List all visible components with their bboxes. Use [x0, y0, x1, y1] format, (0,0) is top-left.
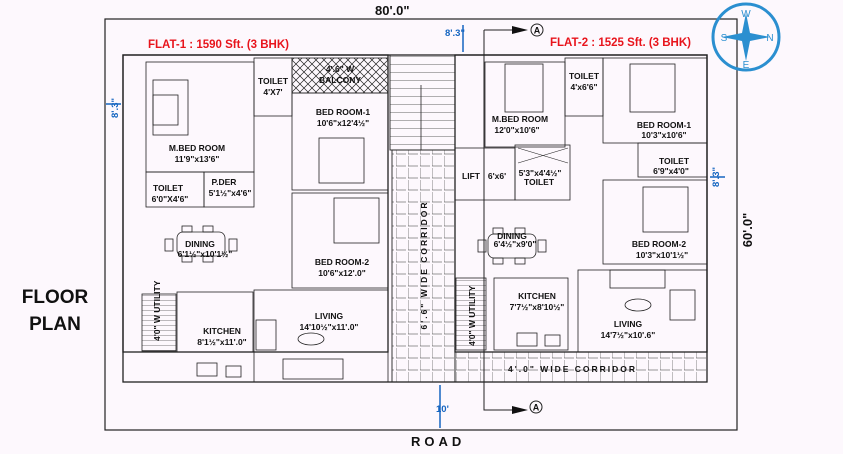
room-name: DINING: [497, 231, 527, 241]
room-name: BED ROOM-1: [316, 107, 371, 117]
horizontal-corridor-label: 4'.0" WIDE CORRIDOR: [508, 364, 637, 374]
flat-1: [122, 54, 389, 383]
room-size: 8'1½"x11'.0": [197, 337, 246, 347]
road-label: ROAD: [411, 434, 465, 449]
compass-n: N: [766, 33, 773, 44]
room-name: 4'0" W UTILITY: [467, 285, 477, 346]
room-size: 5'1½"x4'6": [209, 188, 252, 198]
room-name: LIVING: [315, 311, 344, 321]
plot-boundary: [104, 18, 738, 431]
room-name: LIVING: [614, 319, 643, 329]
room-size: 10'6"x12'4½": [317, 118, 369, 128]
room-size: 6'x6': [488, 171, 506, 181]
room-size: 14'10½"x11'.0": [300, 322, 359, 332]
room-name: P.DER: [212, 177, 237, 187]
room-size: 12'0"x10'6": [494, 125, 539, 135]
room-name: TOILET: [258, 76, 289, 86]
flat2-title: FLAT-2 : 1525 Sft. (3 BHK): [550, 37, 691, 49]
room-size: 6'1½"x10'1½": [178, 249, 233, 259]
flat2-rooms: M.BED ROOM 12'0"x10'6" TOILET 4'x6'6" BE…: [462, 71, 691, 346]
horizontal-corridor: [454, 351, 708, 383]
room-size: 5'3"x4'4½": [519, 168, 562, 178]
room-size: 14'7½"x10'.6": [601, 330, 656, 340]
front-setback: 10': [436, 404, 449, 415]
room-name: TOILET: [153, 183, 184, 193]
compass-e: E: [743, 60, 750, 71]
room-name: BED ROOM-2: [315, 257, 370, 267]
room-size: 10'3"x10'1½": [636, 250, 688, 260]
room-size: 7'7½"x8'10½": [510, 302, 565, 312]
room-size: 11'9"x13'6": [175, 154, 220, 164]
compass-w: W: [741, 9, 751, 20]
page-title-line2: PLAN: [29, 314, 81, 335]
room-name: M.BED ROOM: [492, 114, 548, 124]
vertical-corridor: [391, 149, 456, 383]
room-size: 10'3"x10'6": [641, 130, 686, 140]
room-name: LIFT: [462, 171, 481, 181]
vertical-corridor-label: 6'.6" WIDE CORRIDOR: [419, 200, 429, 329]
room-name: 4'.6" W: [326, 64, 355, 74]
flat1-title: FLAT-1 : 1590 Sft. (3 BHK): [148, 39, 289, 51]
compass-icon: W S N E: [711, 2, 781, 72]
flat1-rooms: TOILET 4'X7' 4'.6" W BALCONY BED ROOM-1 …: [152, 64, 371, 347]
room-size: 6'4½"x9'0": [494, 239, 537, 249]
room-name: TOILET: [569, 71, 600, 81]
plot-depth-label: 60'.0": [740, 213, 755, 248]
room-name: BED ROOM-2: [632, 239, 687, 249]
room-size: 4'X7': [263, 87, 282, 97]
room-name: TOILET: [524, 177, 555, 187]
room-name: BED ROOM-1: [637, 120, 692, 130]
top-setback: 8'.3": [445, 28, 465, 39]
room-name: DINING: [185, 239, 215, 249]
section-marker-top: A: [534, 26, 541, 36]
room-name: KITCHEN: [203, 326, 241, 336]
left-setback: 8'.3": [110, 98, 121, 118]
room-name: 4'0" W UTILITY: [152, 280, 162, 341]
plot-width-label: 80'.0": [375, 3, 410, 18]
room-name: M.BED ROOM: [169, 143, 225, 153]
section-marker-bottom: A: [533, 403, 540, 413]
room-size: 6'9"x4'0": [653, 166, 689, 176]
right-setback: 8'.3": [711, 167, 722, 187]
staircase: [389, 54, 456, 151]
room-name: TOILET: [659, 156, 690, 166]
flat-2: [454, 54, 708, 353]
room-size: 10'6"x12'.0": [318, 268, 366, 278]
room-size: 4'x6'6": [571, 82, 598, 92]
room-size: BALCONY: [319, 75, 361, 85]
compass-s: S: [721, 33, 728, 44]
room-size: 6'0"X4'6": [152, 194, 189, 204]
section-line-a: A A: [483, 23, 544, 414]
room-name: KITCHEN: [518, 291, 556, 301]
page-title-line1: FLOOR: [22, 287, 89, 308]
